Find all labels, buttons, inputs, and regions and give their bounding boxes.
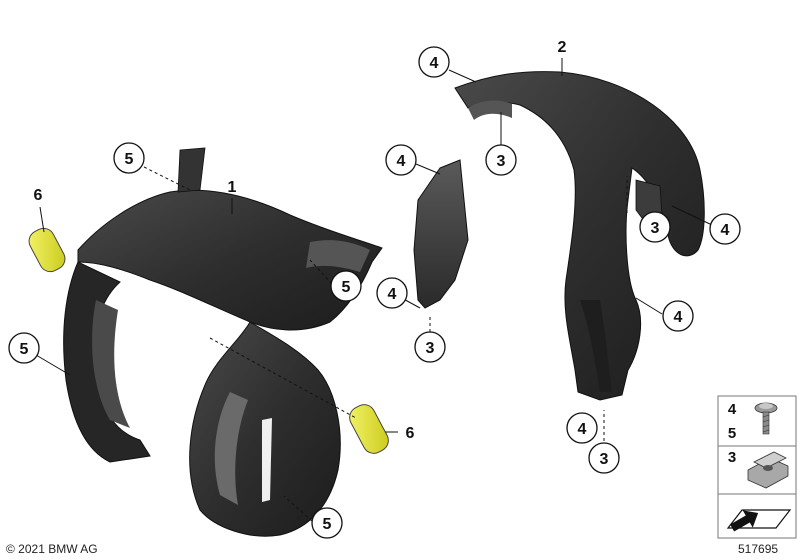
callout-4-right-lower: 4 bbox=[662, 300, 694, 332]
callout-3-bottom: 3 bbox=[588, 442, 620, 474]
part-1-bowl-slot bbox=[262, 418, 272, 502]
callout-4-bottom: 4 bbox=[566, 412, 598, 444]
callout-5-bottom: 5 bbox=[311, 507, 343, 539]
svg-text:5: 5 bbox=[323, 516, 332, 533]
callout-5-top: 5 bbox=[113, 142, 145, 174]
svg-text:4: 4 bbox=[430, 55, 439, 72]
clip-nut-icon bbox=[747, 451, 789, 489]
callout-4-right-upper: 4 bbox=[709, 213, 741, 245]
legend-label-3: 3 bbox=[728, 449, 736, 466]
callout-1: 1 bbox=[228, 179, 237, 196]
callout-6-right: 6 bbox=[406, 425, 415, 442]
part-1-front-cover bbox=[63, 147, 383, 537]
callout-6-left: 6 bbox=[34, 187, 43, 204]
callout-3-left-lower: 3 bbox=[414, 331, 446, 363]
callout-5-left: 5 bbox=[8, 332, 40, 364]
svg-text:5: 5 bbox=[125, 151, 134, 168]
svg-text:3: 3 bbox=[651, 220, 660, 237]
part-2-side-panel bbox=[413, 159, 469, 309]
svg-text:3: 3 bbox=[600, 451, 609, 468]
svg-text:4: 4 bbox=[397, 153, 406, 170]
svg-text:5: 5 bbox=[20, 341, 29, 358]
screw-icon bbox=[754, 402, 778, 435]
callout-4-left-lower: 4 bbox=[376, 277, 408, 309]
svg-text:4: 4 bbox=[674, 309, 683, 326]
parts-legend: 4 5 3 bbox=[717, 395, 797, 539]
part-1-left-inner bbox=[92, 300, 130, 428]
copyright-text: © 2021 BMW AG bbox=[6, 542, 98, 556]
arrow-symbol-icon bbox=[726, 509, 792, 532]
part-2-wheel-arch-cover bbox=[413, 71, 705, 401]
callout-4-top: 4 bbox=[418, 46, 450, 78]
part-6-foam-pad-right bbox=[349, 404, 389, 454]
part-2-body bbox=[454, 71, 705, 401]
legend-label-4: 4 bbox=[728, 401, 737, 418]
part-2-lower-leg bbox=[580, 300, 612, 392]
diagram-id-text: 517695 bbox=[738, 542, 779, 556]
part-1-bowl-highlight bbox=[214, 392, 248, 505]
part-2-inner-flange bbox=[468, 100, 512, 120]
part-1-top-tab bbox=[177, 147, 206, 193]
part-6-foam-pad-left bbox=[28, 227, 66, 273]
legend-label-5: 5 bbox=[728, 425, 736, 442]
svg-text:3: 3 bbox=[497, 153, 506, 170]
svg-text:4: 4 bbox=[388, 286, 397, 303]
callout-2: 2 bbox=[558, 39, 567, 56]
svg-text:3: 3 bbox=[426, 340, 435, 357]
callout-3-upper: 3 bbox=[485, 144, 517, 176]
callouts: 2 1 6 6 4 4 3 3 4 4 3 bbox=[8, 39, 741, 539]
callout-4-left-upper: 4 bbox=[385, 144, 417, 176]
legend-cell-screw bbox=[717, 395, 797, 447]
svg-text:4: 4 bbox=[721, 222, 730, 239]
part-1-right-ridge bbox=[306, 240, 370, 272]
svg-text:4: 4 bbox=[578, 421, 587, 438]
callout-5-right: 5 bbox=[330, 270, 362, 302]
svg-text:5: 5 bbox=[342, 279, 351, 296]
callout-3-right-upper: 3 bbox=[639, 211, 671, 243]
